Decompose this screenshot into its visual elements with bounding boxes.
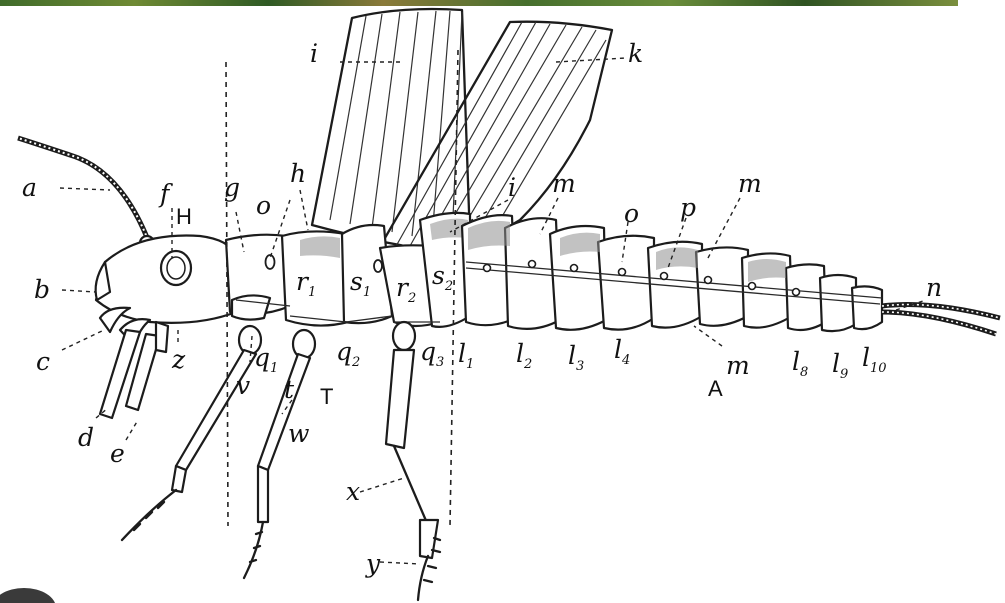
label-f: f (158, 179, 173, 208)
label-a: a (22, 173, 37, 202)
label-abdomen: A (708, 376, 723, 401)
label-q2: q2 (336, 337, 360, 370)
label-m-top2: m (738, 169, 762, 198)
abdomen (462, 215, 882, 331)
label-w: w (288, 419, 309, 448)
label-e: e (110, 439, 125, 468)
label-i: i (508, 173, 516, 202)
label-c: c (36, 347, 50, 376)
label-k: k (628, 39, 643, 68)
head-thorax-boundary (226, 62, 228, 526)
label-v: v (236, 371, 250, 400)
label-h: h (290, 159, 306, 188)
label-q1: q1 (254, 343, 278, 376)
label-n: n (926, 273, 942, 302)
label-z: z (171, 345, 186, 374)
label-g: g (224, 173, 240, 202)
label-x: x (346, 477, 360, 506)
label-l8: l8 (792, 347, 808, 380)
label-o-thorax: o (256, 191, 271, 220)
label-m-top1: m (552, 169, 576, 198)
label-l10: l10 (862, 343, 887, 376)
label-head: H (176, 204, 192, 229)
label-l2: l2 (516, 339, 532, 372)
palps (100, 322, 168, 418)
label-b: b (34, 275, 50, 304)
label-q3: q3 (420, 337, 444, 370)
label-p: p (680, 193, 696, 222)
label-l9: l9 (832, 349, 848, 382)
label-y: y (365, 549, 381, 578)
antenna (18, 138, 154, 250)
label-o-abdomen: o (624, 199, 639, 228)
label-l4: l4 (614, 335, 630, 368)
label-l1: l1 (458, 339, 474, 372)
label-t: t (284, 375, 295, 404)
label-thorax: T (320, 384, 333, 409)
label-m-bottom: m (726, 351, 750, 380)
label-i-wing: i (310, 39, 318, 68)
label-d: d (78, 423, 94, 452)
label-l3: l3 (568, 341, 584, 374)
